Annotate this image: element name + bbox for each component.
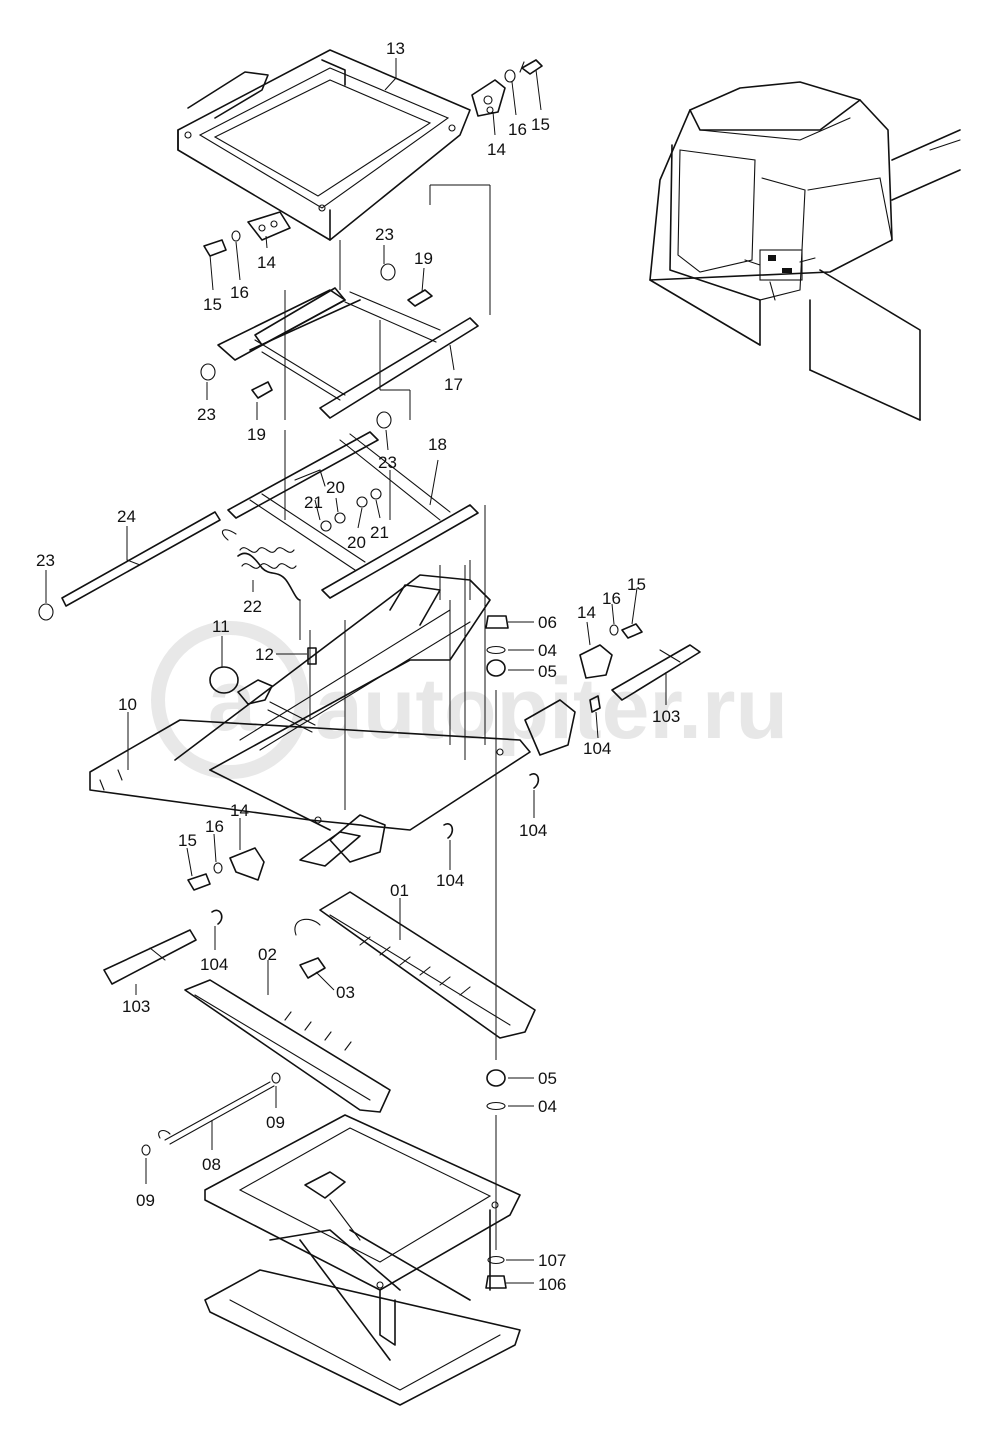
callout-21: 21 (304, 493, 323, 512)
callout-13: 13 (386, 39, 405, 58)
callout-16: 16 (508, 120, 527, 139)
callout-11: 11 (212, 617, 230, 636)
callout-20: 20 (326, 478, 345, 497)
clip-104-b (529, 773, 540, 789)
callout-15: 15 (178, 831, 197, 850)
callout-18: 18 (428, 435, 447, 454)
callout-22: 22 (243, 597, 262, 616)
callout-23: 23 (197, 405, 216, 424)
bracket-14-left (203, 211, 291, 257)
clip-09-b (141, 1144, 151, 1156)
callout-15: 15 (627, 575, 646, 594)
callout-02: 02 (258, 945, 277, 964)
callout-23: 23 (378, 453, 397, 472)
callout-16: 16 (602, 589, 621, 608)
lever-103-right (611, 644, 701, 701)
callout-16: 16 (205, 817, 224, 836)
clip-104-d (211, 909, 223, 925)
knob-11 (209, 666, 316, 733)
callout-104: 104 (519, 821, 547, 840)
callout-05: 05 (538, 1069, 557, 1088)
watermark-badge-ring (151, 621, 309, 779)
rod-24 (38, 511, 221, 621)
callout-labels: 13 14 16 15 23 19 15 16 14 17 23 19 23 1… (36, 39, 680, 1294)
seat-frame-13 (177, 49, 471, 241)
nut-106 (485, 1275, 507, 1289)
callout-19: 19 (247, 425, 266, 444)
clip-09-a (271, 1072, 281, 1084)
callout-107: 107 (538, 1251, 566, 1270)
watermark: a autopiter.ru (151, 621, 788, 779)
callout-24: 24 (117, 507, 136, 526)
leader-lines (45, 58, 667, 1284)
callout-01: 01 (390, 881, 409, 900)
bracket-14-right (579, 623, 643, 679)
callout-17: 17 (444, 375, 463, 394)
cab-location-inset (649, 81, 961, 421)
callout-104: 104 (436, 871, 464, 890)
callout-14: 14 (257, 253, 276, 272)
collar-05-lower (486, 1069, 506, 1087)
callout-103: 103 (122, 997, 150, 1016)
callout-08: 08 (202, 1155, 221, 1174)
callout-20: 20 (347, 533, 366, 552)
main-frame-10 (89, 574, 576, 867)
upper-scissor-17 (200, 263, 479, 429)
callout-104: 104 (583, 739, 611, 758)
callout-14: 14 (577, 603, 596, 622)
nut-06-washer-04-collar-05 (485, 615, 509, 677)
callout-103: 103 (652, 707, 680, 726)
callout-104: 104 (200, 955, 228, 974)
callout-09: 09 (136, 1191, 155, 1210)
spring-22 (221, 529, 301, 601)
slide-rail-01 (294, 891, 536, 1039)
callout-09: 09 (266, 1113, 285, 1132)
bracket-14-top (471, 59, 543, 117)
callout-06: 06 (538, 613, 557, 632)
callout-14: 14 (487, 140, 506, 159)
lever-103-left (103, 929, 197, 985)
pin-12 (307, 647, 317, 665)
slide-rail-02 (184, 979, 391, 1113)
callout-12: 12 (255, 645, 274, 664)
suspension-base (204, 1114, 521, 1406)
callout-106: 106 (538, 1275, 566, 1294)
middle-scissor-18 (227, 431, 479, 599)
alignment-lines (284, 184, 497, 1250)
clip-104-c (443, 823, 454, 839)
callout-21: 21 (370, 523, 389, 542)
bracket-14-lower-left (187, 847, 265, 891)
callout-16: 16 (230, 283, 249, 302)
washer-04-lower (486, 1101, 506, 1111)
watermark-text: autopiter.ru (315, 661, 788, 757)
callout-19: 19 (414, 249, 433, 268)
callout-10: 10 (118, 695, 137, 714)
callout-04: 04 (538, 1097, 557, 1116)
callout-15: 15 (203, 295, 222, 314)
callout-23: 23 (36, 551, 55, 570)
callout-15: 15 (531, 115, 550, 134)
callout-03: 03 (336, 983, 355, 1002)
callout-04: 04 (538, 641, 557, 660)
callout-23: 23 (375, 225, 394, 244)
washer-107 (487, 1255, 505, 1265)
cable-08 (158, 1081, 275, 1145)
callout-14: 14 (230, 801, 249, 820)
callout-05: 05 (538, 662, 557, 681)
clip-104-a (589, 695, 601, 713)
